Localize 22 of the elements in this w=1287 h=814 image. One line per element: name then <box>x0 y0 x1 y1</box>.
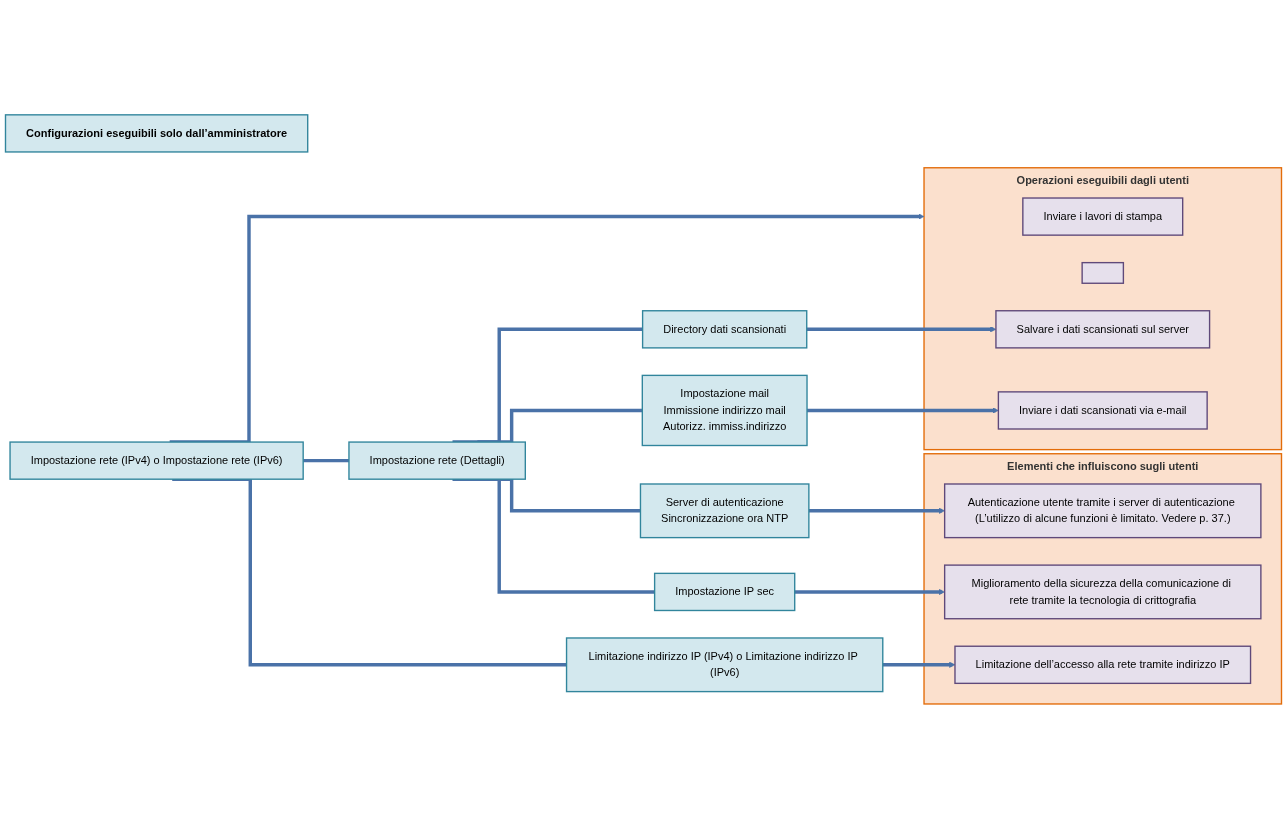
arrow <box>169 213 925 444</box>
node-box: Miglioramento della sicurezza della comunicazione di rete tramite la tecnologia di crittografia <box>943 564 1262 620</box>
arrow <box>807 407 999 414</box>
connector <box>477 408 643 444</box>
node-box: Inviare i dati scansionati via e-mail <box>997 391 1208 430</box>
node-box: Inviare i lavori di stampa <box>1022 197 1184 236</box>
node-box: Autenticazione utente tramite i server di autenticazione (L’utilizzo di alcune funzioni è limitato. Vedere p. 37.) <box>943 483 1262 539</box>
node-box: Limitazione indirizzo IP (IPv4) o Limitazione indirizzo IP (IPv6) <box>565 637 884 693</box>
node-box: Impostazione rete (Dettagli) <box>348 441 526 480</box>
node-box: Impostazione rete (IPv4) o Impostazione rete (IPv6) <box>9 441 304 480</box>
node-box: Directory dati scansionati <box>641 310 808 349</box>
connector <box>303 458 349 463</box>
node-box: Salvare i dati scansionati sul server <box>995 310 1211 349</box>
node-box: Configurazioni eseguibili solo dall’amministratore <box>4 114 309 153</box>
node-box: Server di autenticazione Sincronizzazione ora NTP <box>639 483 810 539</box>
arrow <box>808 507 945 514</box>
node-box: Limitazione dell’accesso alla rete tramite indirizzo IP <box>954 645 1252 685</box>
node-box <box>1081 261 1125 284</box>
node-box: Impostazione IP sec <box>653 572 796 612</box>
arrow <box>794 588 945 595</box>
node-box: Impostazione mail Immissione indirizzo mail Autorizz. immiss.indirizzo <box>641 374 808 447</box>
connector <box>452 327 643 444</box>
